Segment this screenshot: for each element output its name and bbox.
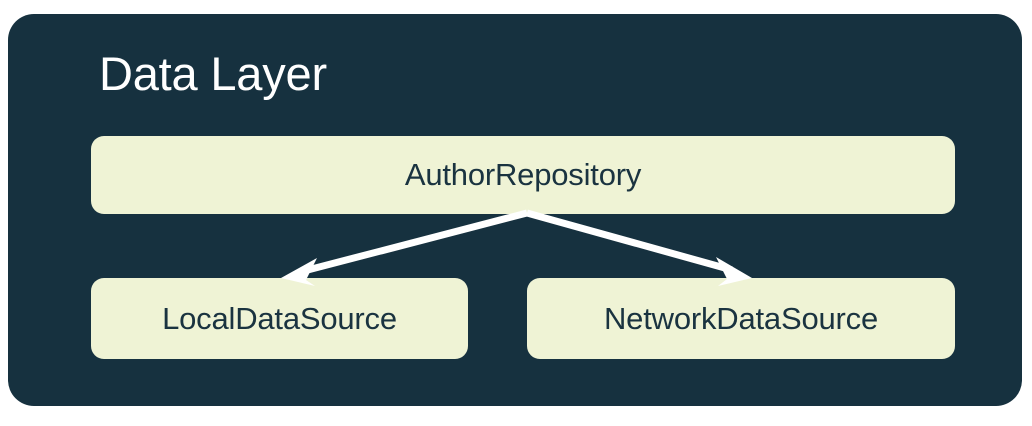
- node-network-data-source[interactable]: NetworkDataSource: [527, 278, 955, 359]
- node-local-data-source[interactable]: LocalDataSource: [91, 278, 468, 359]
- node-author-repository-label: AuthorRepository: [404, 157, 642, 192]
- data-layer-title: Data Layer: [99, 47, 327, 100]
- node-network-data-source-label: NetworkDataSource: [604, 300, 878, 336]
- node-author-repository[interactable]: AuthorRepository: [91, 136, 955, 214]
- node-local-data-source-label: LocalDataSource: [162, 300, 397, 336]
